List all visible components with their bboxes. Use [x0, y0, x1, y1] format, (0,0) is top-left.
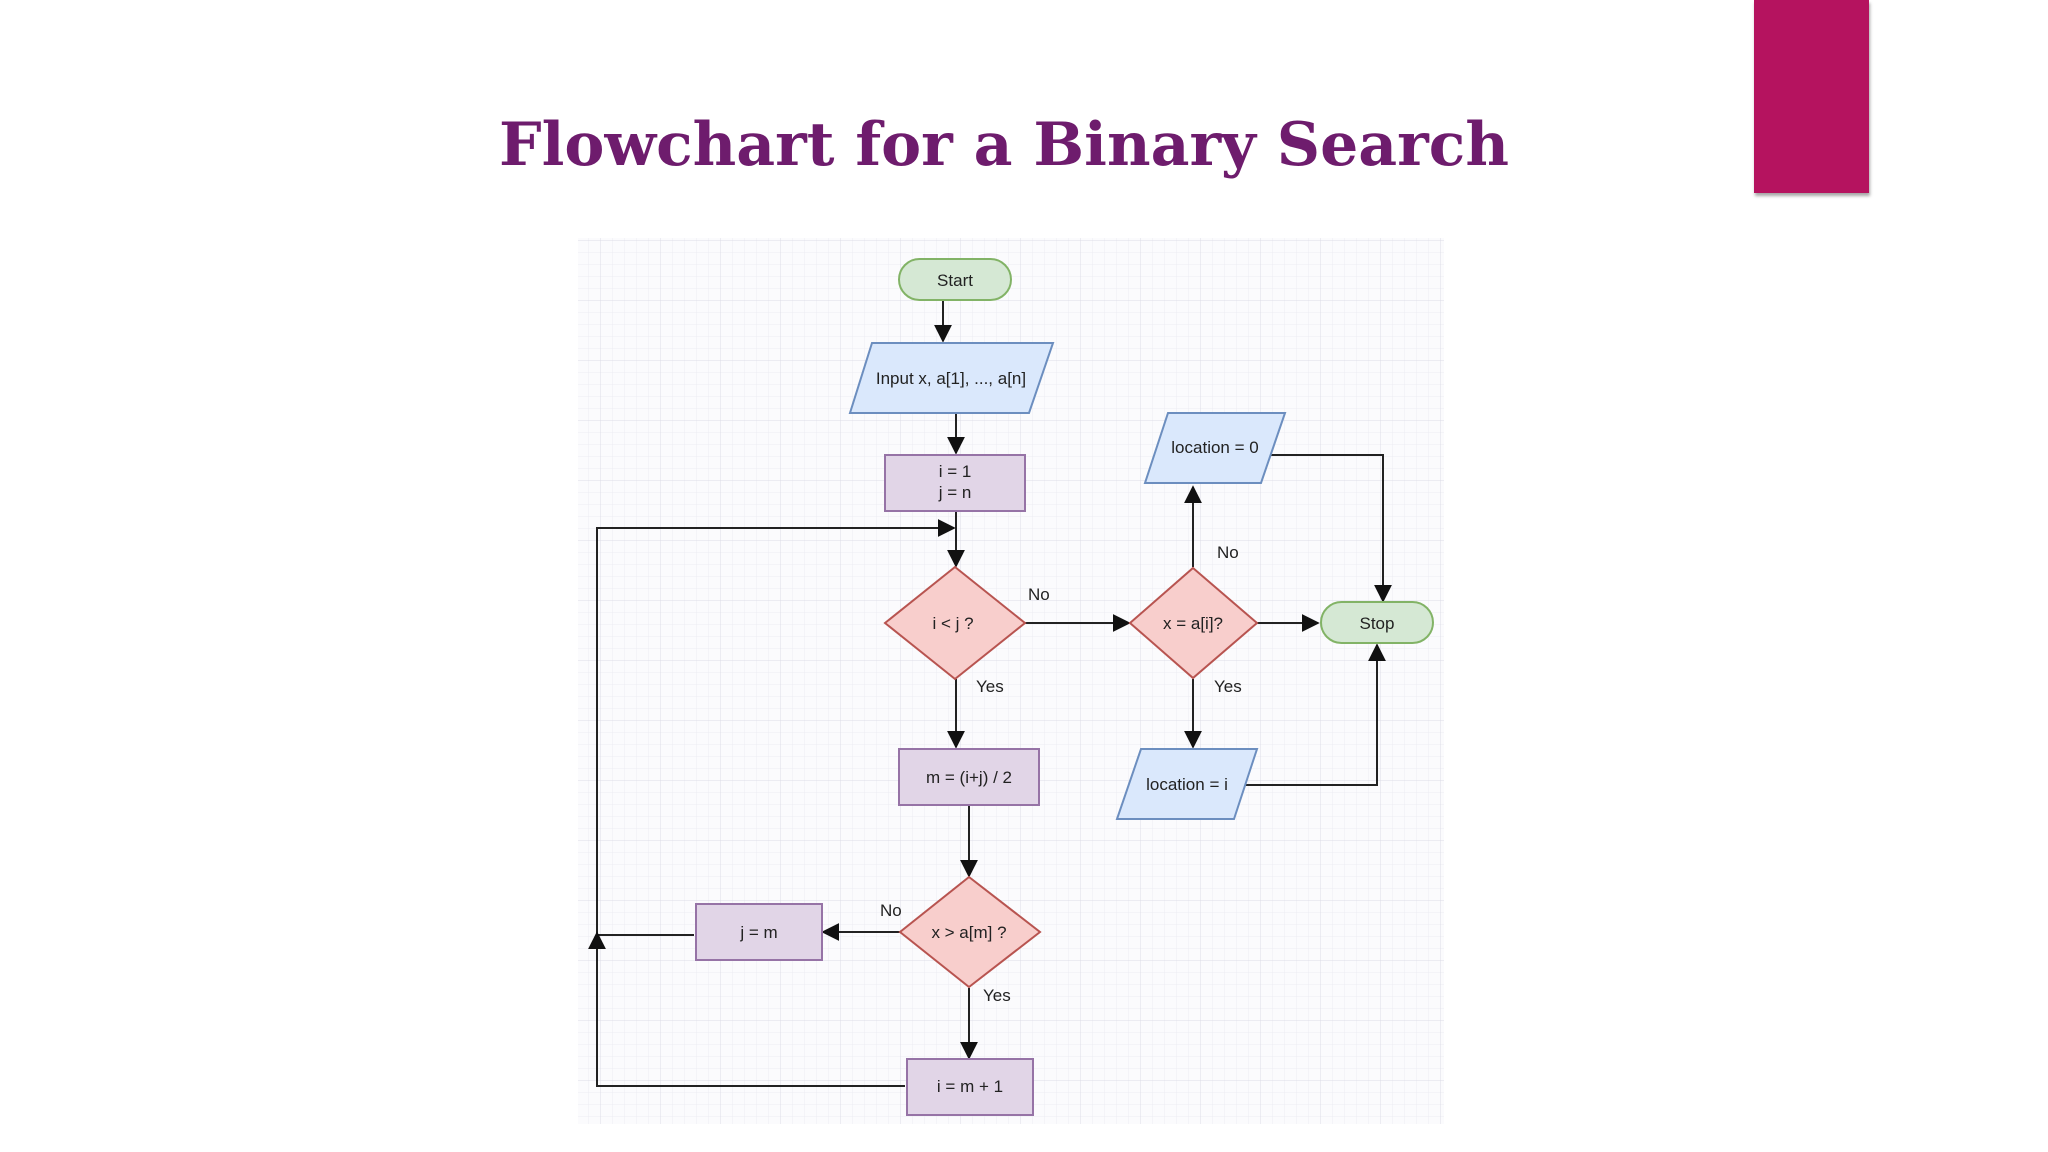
start-terminal: Start	[898, 258, 1012, 301]
decision-i-lt-j-label: i < j ?	[932, 614, 973, 633]
location-zero-label: location = 0	[1171, 438, 1258, 457]
input-label: Input x, a[1], ..., a[n]	[876, 369, 1026, 388]
decision-x-eq-ai-label: x = a[i]?	[1163, 614, 1223, 633]
set-j-node: j = m	[695, 903, 823, 961]
stop-label: Stop	[1360, 614, 1395, 633]
edge-label-yes-ij: Yes	[976, 677, 1004, 696]
init-i-label: i = 1	[939, 462, 972, 481]
init-j-label: j = n	[938, 483, 972, 502]
init-node: i = 1 j = n	[884, 454, 1026, 512]
connectors	[588, 301, 1392, 1087]
accent-bar	[1754, 0, 1869, 193]
location-zero-node: location = 0	[1143, 412, 1287, 484]
input-node: Input x, a[1], ..., a[n]	[848, 342, 1055, 414]
start-label: Start	[937, 271, 973, 290]
decision-x-gt-am: x > a[m] ?	[898, 875, 1042, 989]
edge-label-no-xai: No	[1217, 543, 1239, 562]
compute-m-node: m = (i+j) / 2	[898, 748, 1040, 806]
set-i-label: i = m + 1	[937, 1077, 1003, 1096]
slide-title: Flowchart for a Binary Search	[499, 110, 1509, 180]
location-i-label: location = i	[1146, 775, 1228, 794]
edge-location-zero-to-stop	[1271, 454, 1392, 603]
edge-location-i-to-stop	[1243, 643, 1386, 786]
edge-label-yes-xai: Yes	[1214, 677, 1242, 696]
stop-terminal: Stop	[1320, 601, 1434, 644]
edge-label-yes-xam: Yes	[983, 986, 1011, 1005]
compute-m-label: m = (i+j) / 2	[926, 768, 1012, 787]
edge-loop-back	[596, 519, 956, 1087]
set-i-node: i = m + 1	[906, 1058, 1034, 1116]
location-i-node: location = i	[1115, 748, 1259, 820]
edge-label-no-xam: No	[880, 901, 902, 920]
decision-x-gt-am-label: x > a[m] ?	[931, 923, 1006, 942]
decision-x-eq-ai: x = a[i]?	[1128, 566, 1259, 680]
decision-i-lt-j: i < j ?	[883, 565, 1027, 681]
edge-label-no-ij: No	[1028, 585, 1050, 604]
set-j-label: j = m	[739, 923, 777, 942]
